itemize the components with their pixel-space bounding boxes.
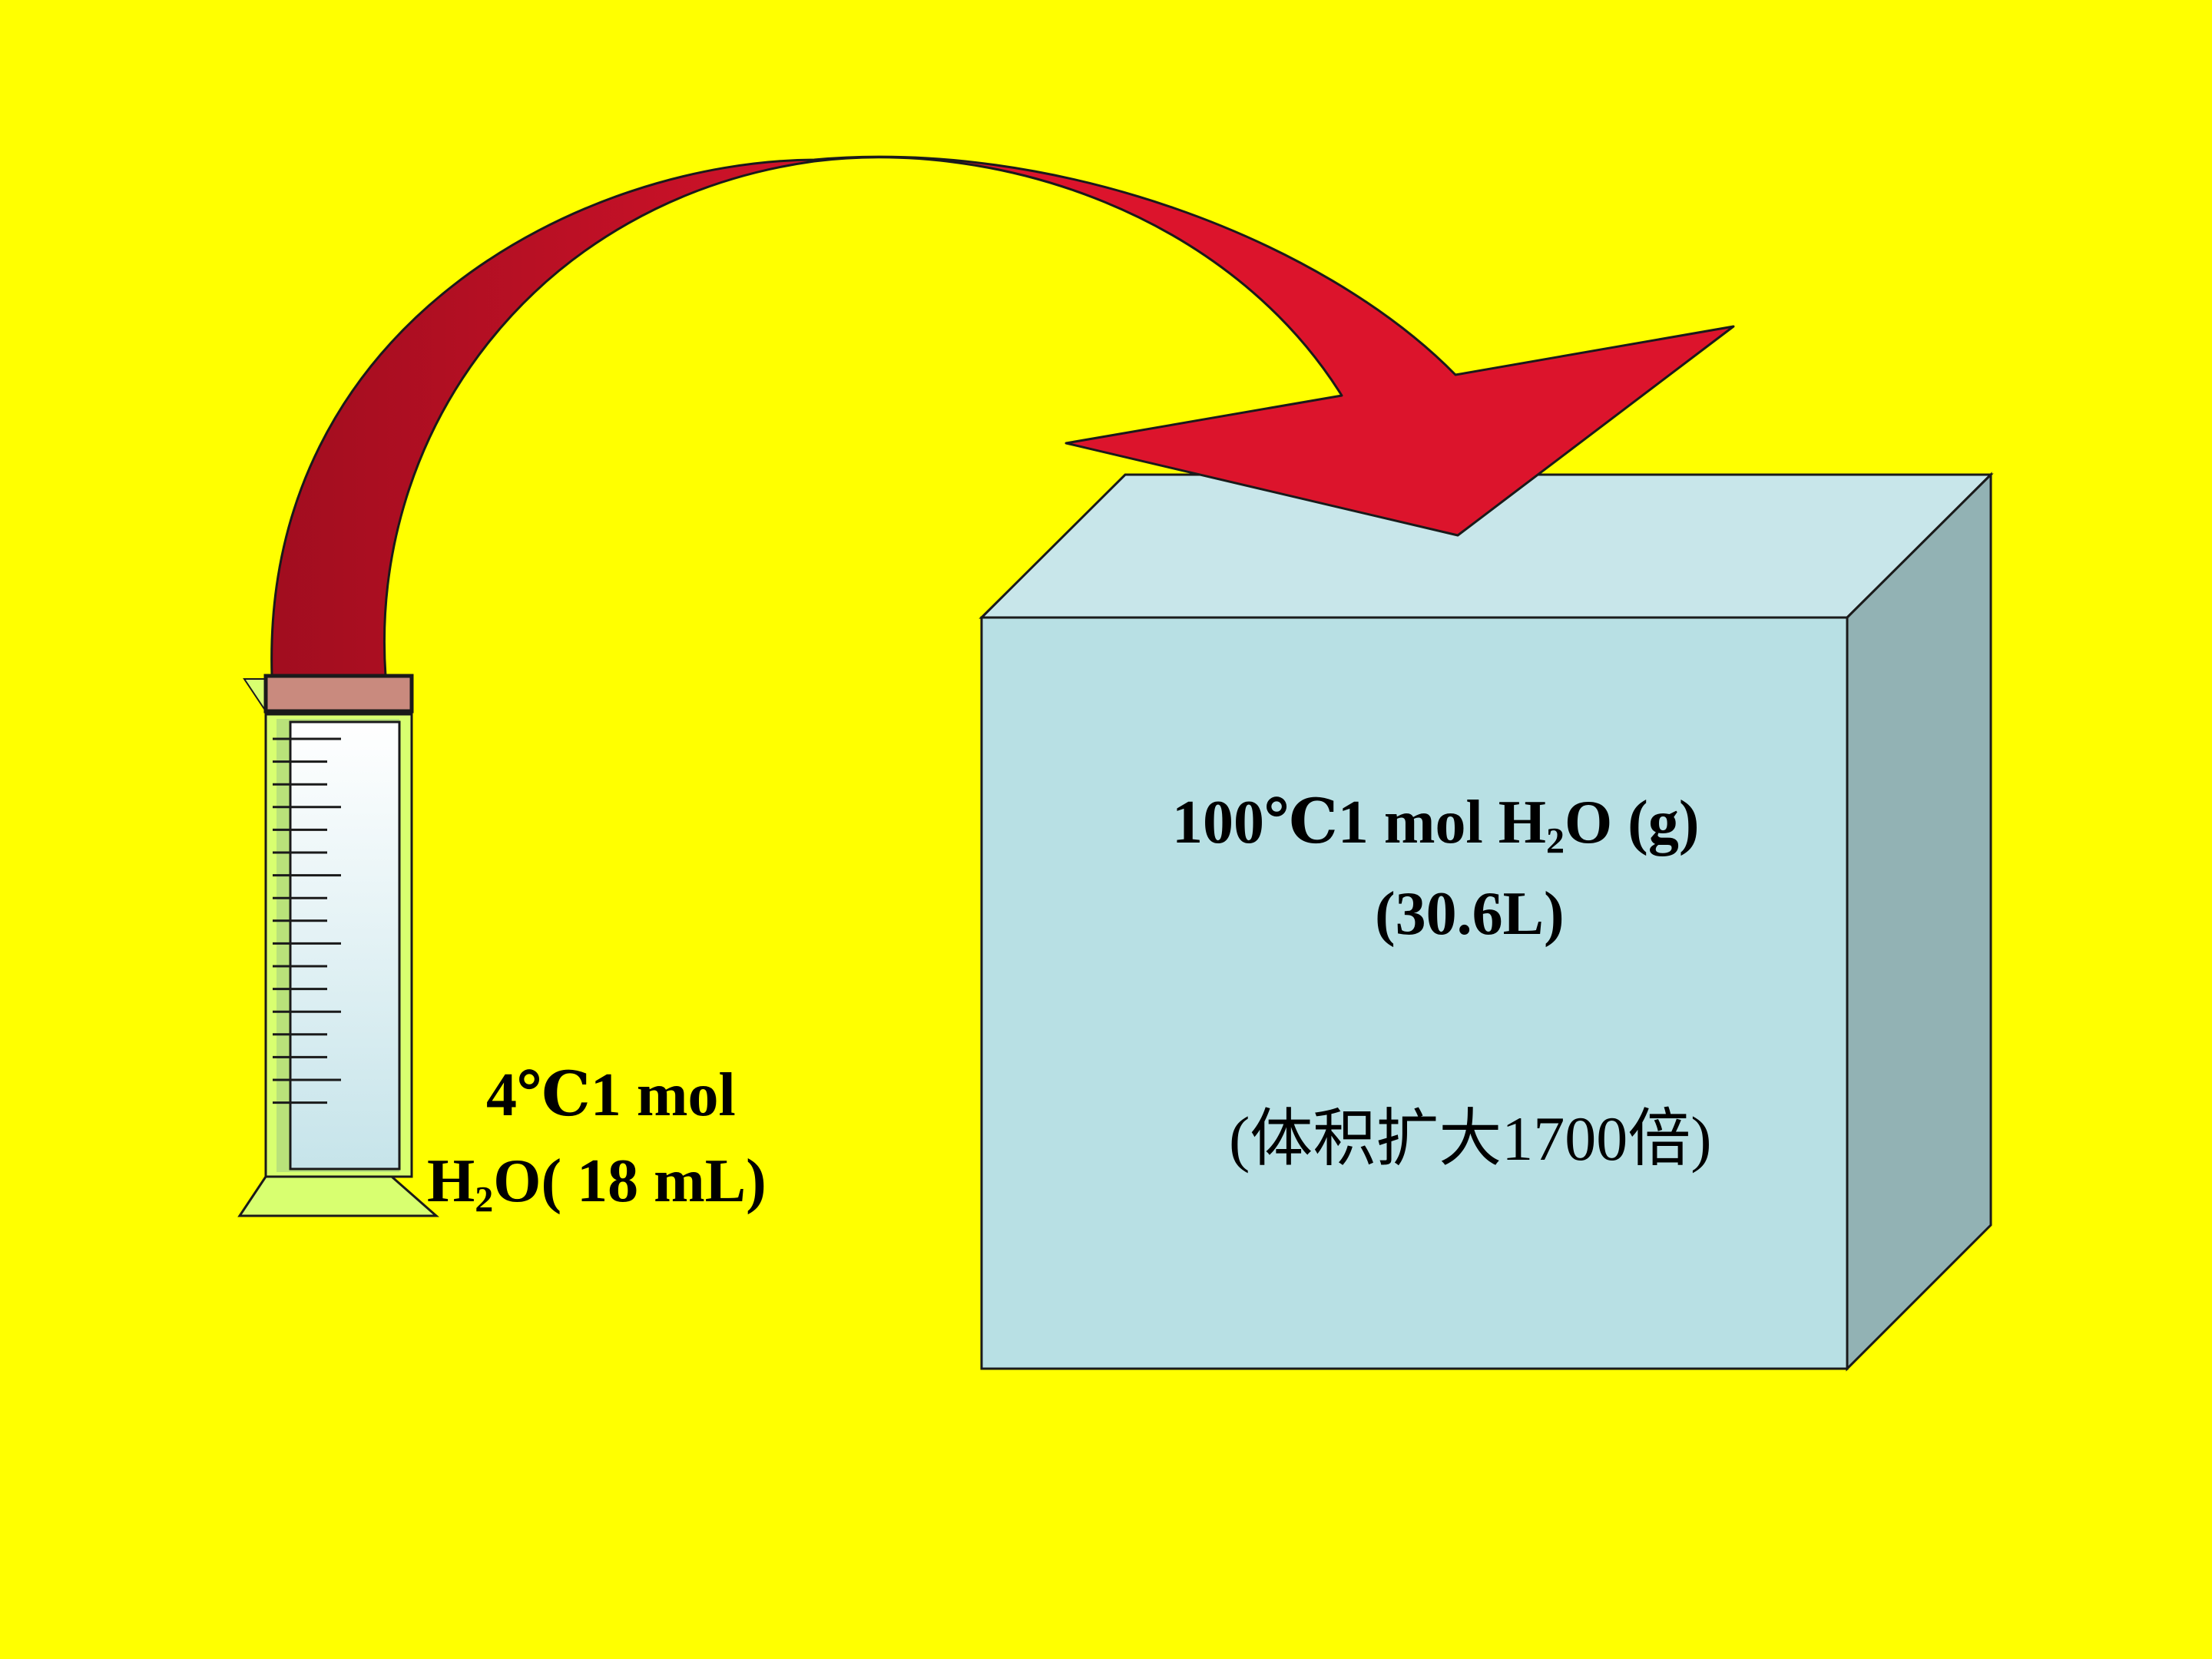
- cube-front-face: [980, 616, 1849, 1370]
- liquid-label-suffix: O( 18 mL): [493, 1147, 767, 1215]
- curved-arrow-icon: [270, 155, 1735, 677]
- gas-volume-cube: [979, 472, 1994, 1372]
- gas-label-suffix: O (g): [1564, 789, 1700, 856]
- cylinder-base: [237, 1175, 439, 1217]
- gas-label-subscript: 2: [1545, 820, 1565, 862]
- cylinder-graduation-ticks: [273, 737, 341, 1104]
- gas-label-prefix: 100℃1 mol H: [1172, 789, 1546, 856]
- graduated-cylinder-icon: [237, 674, 439, 1217]
- cylinder-rim: [263, 674, 414, 714]
- gas-volume-label: (30.6L): [1375, 880, 1565, 948]
- cube-side-face: [1846, 472, 1992, 1372]
- liquid-label-line1: 4℃1 mol: [486, 1061, 736, 1129]
- gas-label-line1: 100℃1 mol H2O (g): [1172, 789, 1700, 859]
- liquid-label-prefix: H: [427, 1147, 475, 1215]
- liquid-label-subscript: 2: [475, 1179, 494, 1220]
- expansion-ratio-note: (体积扩大1700倍): [1229, 1104, 1712, 1174]
- cylinder-liquid: [289, 720, 401, 1171]
- cylinder-spout: [243, 678, 267, 714]
- arrow-body: [270, 155, 1735, 677]
- liquid-label-line2: H2O( 18 mL): [427, 1151, 767, 1218]
